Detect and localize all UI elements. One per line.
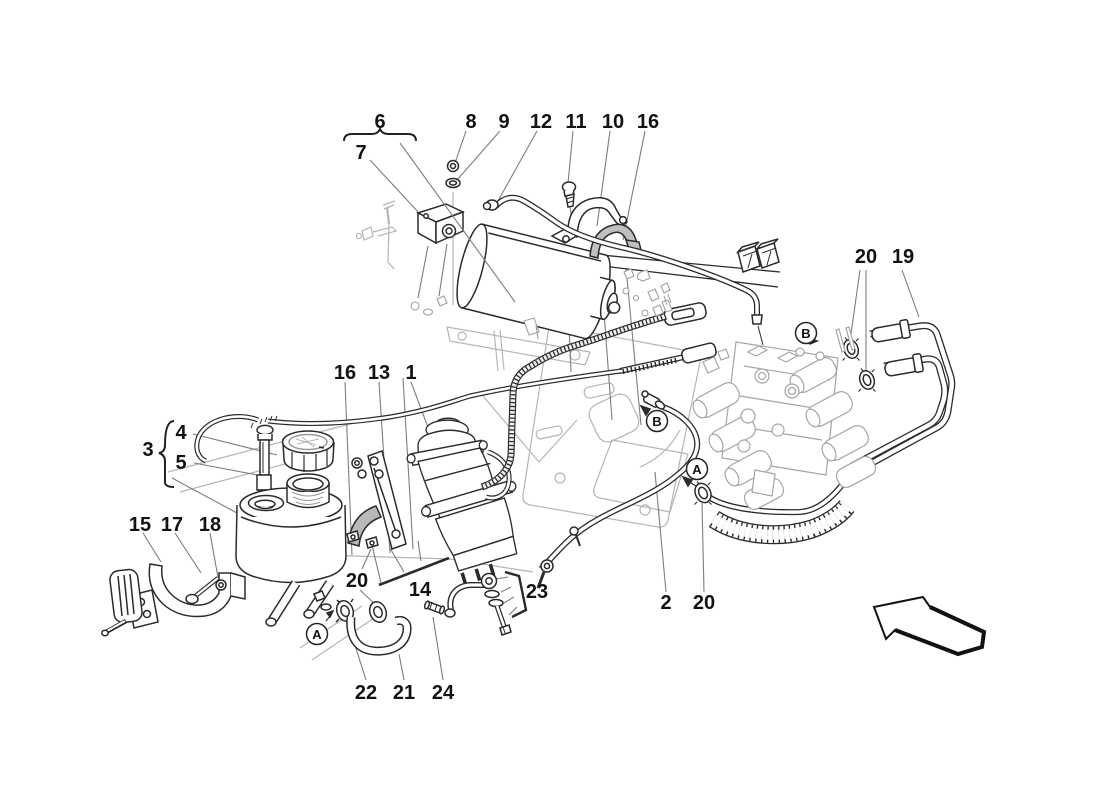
svg-text:20: 20 — [855, 246, 877, 268]
svg-text:23: 23 — [526, 581, 548, 603]
svg-text:16: 16 — [637, 111, 659, 133]
svg-text:8: 8 — [465, 111, 476, 133]
svg-text:17: 17 — [161, 514, 183, 536]
svg-text:12: 12 — [530, 111, 552, 133]
svg-text:20: 20 — [693, 592, 715, 614]
svg-text:22: 22 — [355, 682, 377, 704]
svg-text:B: B — [801, 326, 810, 341]
svg-text:11: 11 — [565, 111, 586, 133]
svg-text:4: 4 — [175, 422, 187, 444]
svg-text:9: 9 — [498, 111, 509, 133]
svg-text:7: 7 — [355, 142, 366, 164]
svg-text:15: 15 — [129, 514, 151, 536]
svg-text:21: 21 — [393, 682, 415, 704]
svg-text:24: 24 — [432, 682, 455, 704]
svg-text:B: B — [652, 414, 661, 429]
svg-text:A: A — [312, 627, 322, 642]
svg-text:3: 3 — [142, 439, 153, 461]
svg-text:13: 13 — [368, 362, 390, 384]
svg-text:19: 19 — [892, 246, 914, 268]
svg-text:1: 1 — [405, 362, 416, 384]
svg-text:5: 5 — [175, 452, 186, 474]
svg-text:18: 18 — [199, 514, 221, 536]
svg-text:14: 14 — [409, 579, 432, 601]
svg-text:A: A — [692, 462, 702, 477]
svg-text:6: 6 — [374, 111, 385, 133]
svg-text:2: 2 — [660, 592, 671, 614]
svg-text:20: 20 — [346, 570, 368, 592]
svg-text:16: 16 — [334, 362, 356, 384]
svg-text:10: 10 — [602, 111, 624, 133]
